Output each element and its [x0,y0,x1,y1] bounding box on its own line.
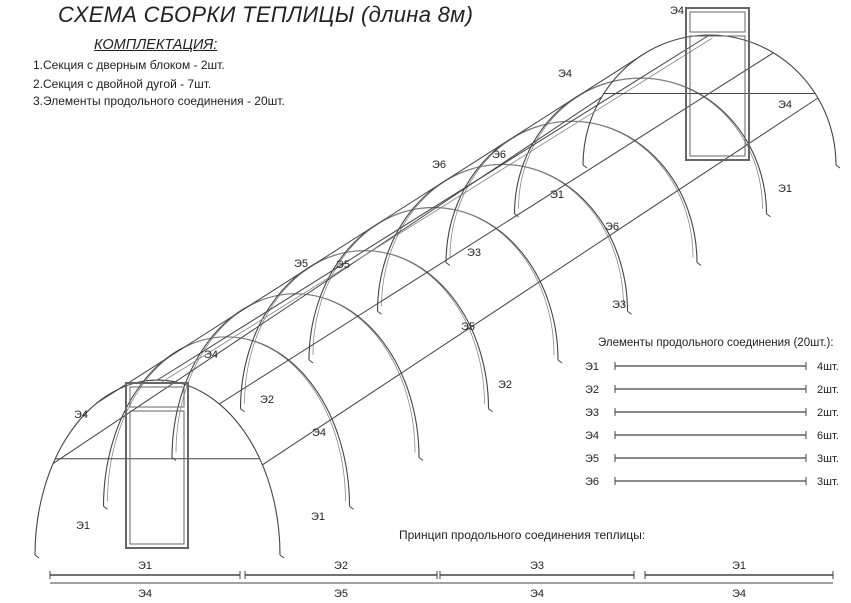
arch [376,163,629,312]
legend-element-qty: 3шт. [817,453,839,465]
part-label: Э5 [336,259,350,271]
kit-item: 1.Секция с дверным блоком - 2шт. [33,58,225,72]
rear-door [685,7,750,161]
part-label: Э4 [74,409,88,421]
legend-element-name: Э1 [585,361,599,373]
part-label: Э6 [432,159,446,171]
legend-element-qty: 2шт. [817,407,839,419]
front-door [125,382,189,549]
part-label: Э3 [467,247,481,259]
part-label: Э2 [498,379,512,391]
ridge-bar [160,37,713,384]
part-label: Э4 [204,349,218,361]
legend-element-name: Э4 [585,430,599,442]
part-label: Э5 [461,321,475,333]
arch-foot [445,262,451,266]
part-label: Э2 [260,394,274,406]
kit-item: 3.Элементы продольного соединения - 20шт… [33,94,285,108]
principle-top-label: Э1 [138,560,152,572]
arch-foot [34,554,40,559]
principle-top-label: Э3 [530,560,544,572]
legend-element-qty: 4шт. [817,361,839,373]
kit-item: 2.Секция с двойной дугой - 7шт. [33,77,212,91]
arch-foot [835,164,841,169]
inner-arch [175,293,416,453]
part-label: Э6 [492,149,506,161]
longitudinal-bar [262,97,819,466]
arch-foot [696,262,702,266]
longitudinal-bar [219,52,774,405]
arch-foot [582,164,588,169]
arch-foot [418,457,424,461]
legend-group: Э1 4шт. Э2 2шт. Э3 2шт. Э4 6шт. Э5 3шт. Э6 3шт. [585,361,839,488]
arch [34,379,281,556]
legend-element-qty: 6шт. [817,430,839,442]
longitudinal-bar [52,96,602,464]
part-label: Э6 [605,221,619,233]
arch-foot [377,310,382,315]
longitudinal-bar [96,51,647,404]
arch-foot [627,310,632,315]
inner-arch [381,164,624,307]
inner-arch [312,207,555,356]
arch-foot [766,213,771,218]
legend-element-name: Э6 [585,476,599,488]
inner-arch [107,336,346,502]
principle-bottom-label: Э4 [138,588,152,598]
arch-foot [557,359,563,364]
longitudinal-bar [157,34,710,381]
doors-group [125,7,750,549]
part-label: Э1 [311,511,325,523]
rear-door-leaf [689,35,746,157]
arch [239,250,490,409]
legend-element-qty: 2шт. [817,384,839,396]
front-door-transom [129,386,185,408]
arch-foot [103,505,108,510]
legend-title: Элементы продольного соединения (20шт.): [598,337,834,349]
legend-element-name: Э5 [585,453,599,465]
principle-top-label: Э2 [334,560,348,572]
arch [308,207,559,361]
part-label: Э5 [294,258,308,270]
part-label: Э4 [312,427,326,439]
rear-door-transom [689,11,746,33]
arch [171,293,420,458]
arch-foot [279,554,285,559]
arch-foot [488,408,493,413]
principle-bottom-label: Э4 [732,588,746,598]
principle-title: Принцип продольного соединения теплицы: [399,528,646,542]
part-label: Э1 [550,189,564,201]
page-title: СХЕМА СБОРКИ ТЕПЛИЦЫ (длина 8м) [58,2,474,27]
part-label: Э4 [558,68,572,80]
principle-bottom-label: Э4 [530,588,544,598]
legend-element-name: Э2 [585,384,599,396]
principle-bottom-label: Э5 [334,588,348,598]
legend-element-name: Э3 [585,407,599,419]
principle-top-label: Э1 [732,560,746,572]
arch-foot [349,505,354,510]
arch [445,120,698,263]
arch-foot [308,359,314,364]
part-label: Э4 [670,5,684,17]
front-door-leaf [129,410,185,545]
arches-group [34,34,841,559]
part-label: Э1 [76,520,90,532]
part-label: Э4 [778,99,792,111]
part-label: Э1 [778,183,792,195]
legend-element-qty: 3шт. [817,476,839,488]
kit-title: КОМПЛЕКТАЦИЯ: [94,37,218,53]
part-label: Э3 [612,299,626,311]
arch-foot [240,408,245,413]
inner-arch [244,250,485,404]
